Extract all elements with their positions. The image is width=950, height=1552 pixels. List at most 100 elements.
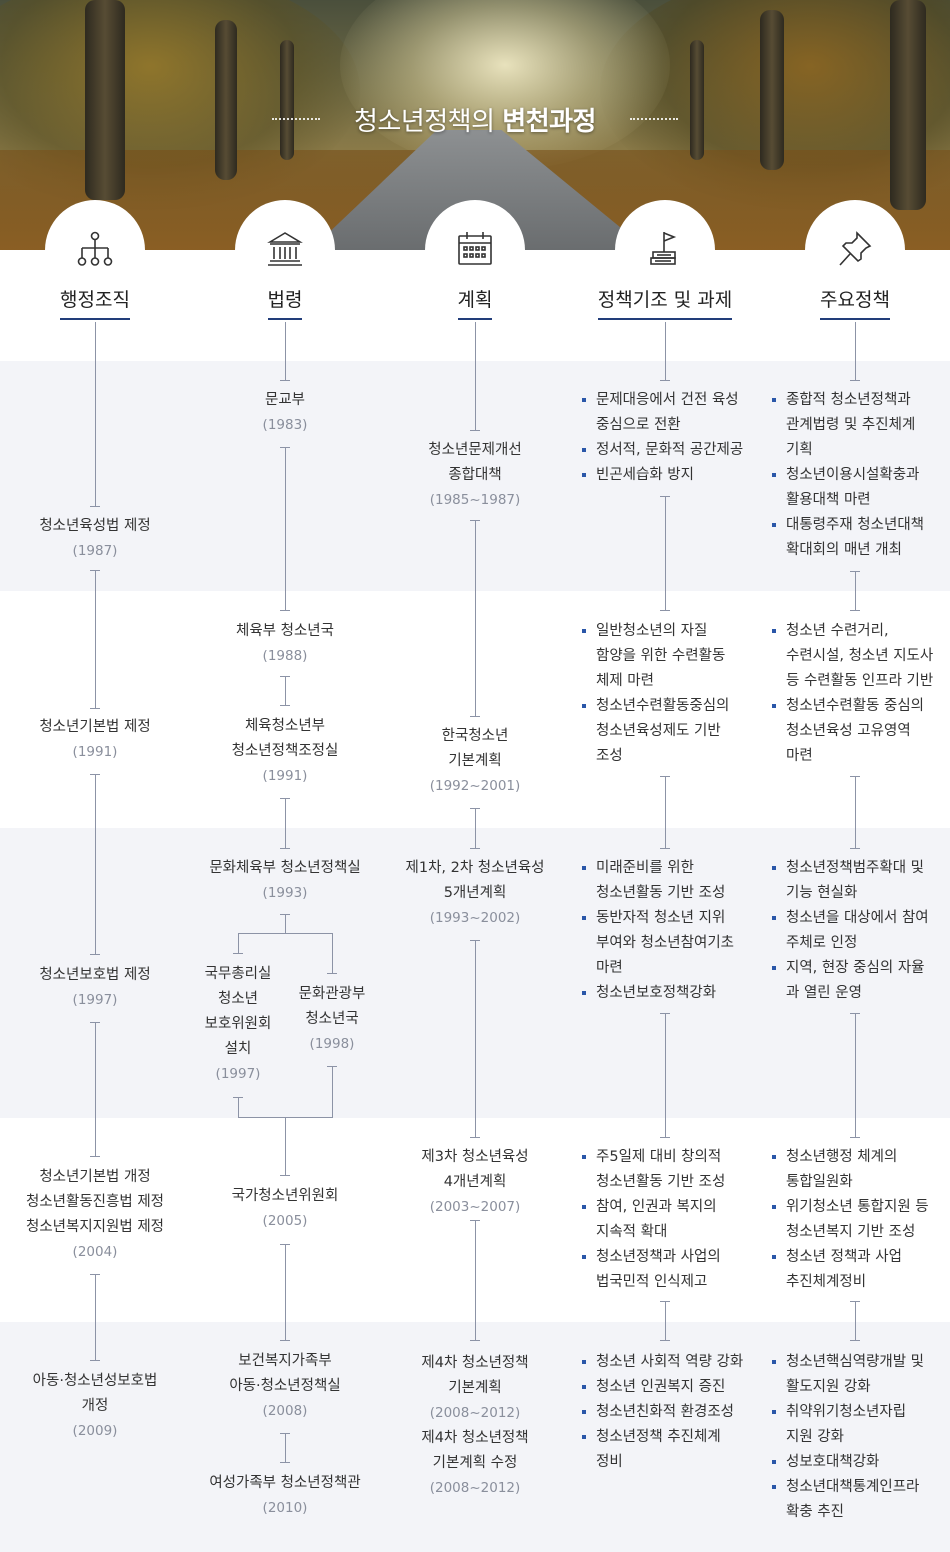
timeline-tick (850, 1340, 860, 1341)
item-text: 위기청소년 통합지원 등 (786, 1199, 929, 1215)
timeline-line (475, 808, 476, 848)
branch-line (332, 933, 333, 973)
item-text: 부여와 청소년참여기초 (596, 935, 735, 951)
item-text: 확충 추진 (786, 1504, 844, 1520)
courthouse-icon (267, 232, 303, 266)
item-text: 청소년보호정책강화 (596, 985, 717, 1001)
item-text: 마련 (786, 748, 813, 764)
node-year: (1992~2001) (429, 778, 521, 794)
node-text: 체육청소년부 (244, 718, 326, 734)
tree-trunk (215, 20, 237, 180)
item-text: 청소년 인권복지 증진 (596, 1379, 726, 1395)
header-basis-label: 정책기조 및 과제 (597, 285, 733, 320)
timeline-line (285, 676, 286, 705)
item-text: 지원 강화 (786, 1429, 844, 1445)
timeline-tick (660, 848, 670, 849)
node-year: (1983) (262, 417, 308, 433)
item-text: 법국민적 인식제고 (596, 1274, 708, 1290)
header-plan: 계획 (380, 285, 570, 320)
timeline-line (285, 322, 286, 380)
list-item: 청소년 사회적 역량 강화 (582, 1350, 750, 1375)
header-admin: 행정조직 (0, 285, 190, 320)
column-plan: 계획 청소년문제개선 종합대책 (1985~1987) 한국청소년 기본계획 (… (380, 0, 570, 1552)
item-text: 참여, 인권과 복지의 (596, 1199, 717, 1215)
tree-trunk (760, 10, 784, 170)
node-text: 기본계획 수정 (432, 1455, 518, 1471)
page-title: 청소년정책의 변천과정 (0, 101, 950, 138)
timeline-line (285, 1433, 286, 1462)
node-year: (1997) (215, 1066, 261, 1082)
timeline-tick (90, 506, 100, 507)
admin-node-1997: 청소년보호법 제정 (1997) (0, 963, 190, 1013)
plan-node-1985: 청소년문제개선 종합대책 (1985~1987) (380, 438, 570, 513)
timeline-tick (90, 708, 100, 709)
branch-line (332, 1066, 333, 1117)
timeline-tick (280, 1340, 290, 1341)
node-year: (1987) (72, 543, 118, 559)
timeline-line (855, 776, 856, 848)
header-plan-label: 계획 (457, 285, 493, 320)
item-text: 정비 (596, 1454, 623, 1470)
item-text: 청소년정책과 사업의 (596, 1249, 721, 1265)
timeline-line (285, 1117, 286, 1175)
header-admin-label: 행정조직 (60, 285, 130, 320)
node-year: (1991) (72, 744, 118, 760)
item-text: 청소년수련활동중심의 (596, 698, 730, 714)
timeline-tick (850, 610, 860, 611)
node-year: (1993~2002) (429, 910, 521, 926)
item-text: 확대회의 매년 개최 (786, 542, 902, 558)
law-node-1997: 국무총리실 청소년 보호위원회 설치 (1997) (188, 962, 288, 1087)
item-text: 과 열린 운영 (786, 985, 862, 1001)
item-text: 청소년핵심역량개발 및 (786, 1354, 925, 1370)
list-item: 정서적, 문화적 공간제공 (582, 438, 750, 463)
branch-line (238, 1097, 239, 1117)
node-text: 청소년정책조정실 (231, 743, 339, 759)
node-text: 제4차 청소년정책 (421, 1355, 529, 1371)
node-year: (1993) (262, 885, 308, 901)
node-text: 한국청소년 (441, 728, 509, 744)
timeline-line (285, 914, 286, 933)
list-item: 청소년 인권복지 증진 (582, 1375, 750, 1400)
node-text: 제1차, 2차 청소년육성 (405, 860, 545, 876)
node-text: 5개년계획 (443, 885, 507, 901)
timeline-tick (90, 954, 100, 955)
admin-node-1987: 청소년육성법 제정 (1987) (0, 514, 190, 564)
node-text: 청소년복지지원법 제정 (25, 1219, 164, 1235)
node-text: 제3차 청소년육성 (421, 1149, 529, 1165)
item-text: 지속적 확대 (596, 1224, 668, 1240)
title-dots-left (272, 118, 320, 120)
timeline-line (285, 1244, 286, 1340)
tree-trunk (85, 0, 125, 200)
item-text: 동반자적 청소년 지위 (596, 910, 726, 926)
item-text: 취약위기청소년자립 (786, 1404, 907, 1420)
basis-icon-circle (615, 200, 715, 300)
item-text: 정서적, 문화적 공간제공 (596, 442, 744, 458)
node-text: 청소년 (217, 991, 259, 1007)
timeline-line (95, 774, 96, 954)
timeline-tick (660, 1340, 670, 1341)
item-text: 청소년복지 기반 조성 (786, 1224, 916, 1240)
plan-node-1992: 한국청소년 기본계획 (1992~2001) (380, 724, 570, 799)
node-year: (2004) (72, 1244, 118, 1260)
item-text: 청소년을 대상에서 참여 (786, 910, 929, 926)
timeline-line (665, 776, 666, 848)
flag-on-books-icon (650, 232, 677, 265)
item-text: 청소년육성제도 기반 (596, 723, 721, 739)
item-text: 청소년친화적 환경조성 (596, 1404, 735, 1420)
list-item: 청소년보호정책강화 (582, 981, 750, 1006)
timeline-line (95, 570, 96, 708)
header-law-label: 법령 (267, 285, 303, 320)
item-text: 추진체계정비 (786, 1274, 867, 1290)
node-text: 종합대책 (448, 467, 502, 483)
timeline-tick (660, 610, 670, 611)
